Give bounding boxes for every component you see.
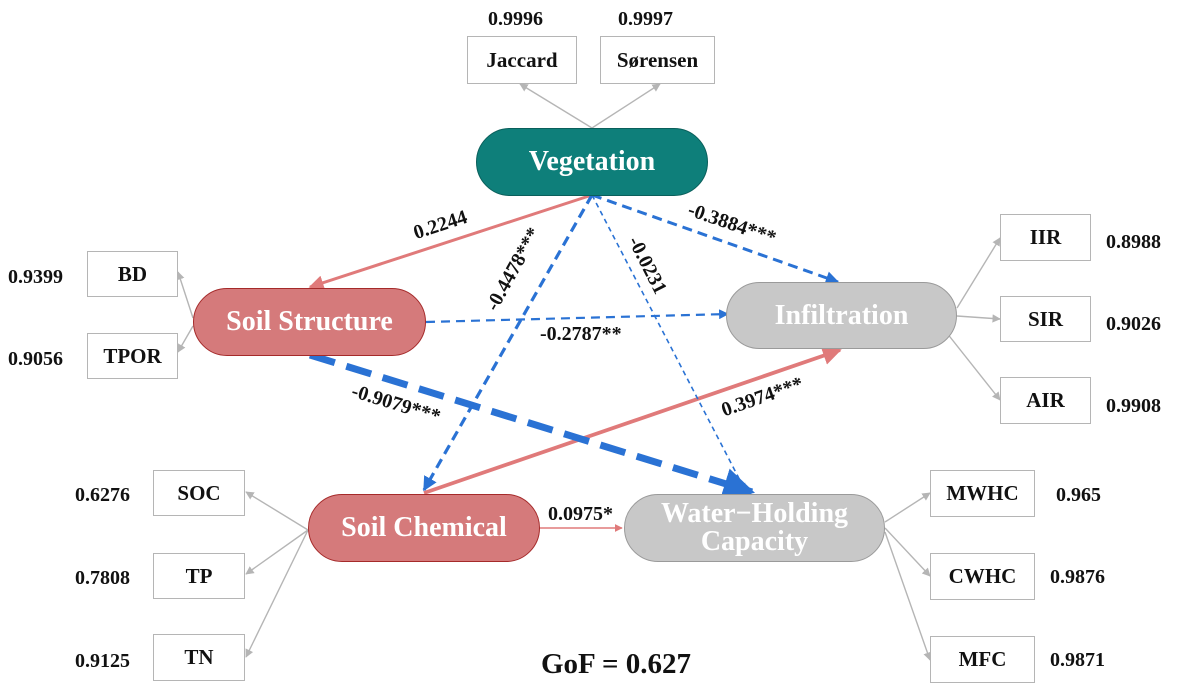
- vegetation-node: Vegetation: [476, 128, 708, 196]
- water-holding-label-line2: Capacity: [700, 526, 809, 557]
- indicator-iir: IIR: [1000, 214, 1091, 261]
- indicator-tn: TN: [153, 634, 245, 681]
- indicator-sir: SIR: [1000, 296, 1091, 342]
- loading-tp: 0.7808: [75, 567, 130, 589]
- loading-arrow-sorensen: [591, 83, 661, 129]
- goodness-of-fit: GoF = 0.627: [541, 648, 691, 680]
- loading-arrow-sir: [956, 314, 1001, 323]
- path-veg-structure: [308, 193, 593, 290]
- loading-mwhc: 0.965: [1056, 484, 1101, 506]
- path-veg-chemical: [422, 194, 594, 492]
- path-structure-infiltration: [425, 309, 729, 324]
- indicator-tp: TP: [153, 553, 245, 599]
- path-chemical-infiltration: [423, 346, 842, 495]
- indicator-sorensen: Sørensen: [600, 36, 715, 84]
- loading-arrow-tn: [245, 529, 309, 658]
- loading-cwhc: 0.9876: [1050, 566, 1105, 588]
- loading-tn: 0.9125: [75, 650, 130, 672]
- indicator-cwhc: CWHC: [930, 553, 1035, 600]
- indicator-jaccard: Jaccard: [467, 36, 577, 84]
- loading-sir: 0.9026: [1106, 313, 1161, 335]
- path-veg-infiltration: [591, 193, 840, 285]
- loading-jaccard: 0.9996: [488, 8, 543, 30]
- loading-arrow-iir: [956, 237, 1001, 309]
- indicator-tpor: TPOR: [87, 333, 178, 379]
- water-holding-node: Water−Holding Capacity: [624, 494, 885, 562]
- loading-iir: 0.8988: [1106, 231, 1161, 253]
- loading-arrow-soc: [245, 491, 309, 531]
- loading-arrow-tp: [245, 529, 309, 575]
- coef-chemical-whc: 0.0975*: [548, 503, 613, 525]
- loading-arrow-jaccard: [519, 83, 593, 129]
- indicator-mwhc: MWHC: [930, 470, 1035, 517]
- loading-mfc: 0.9871: [1050, 649, 1105, 671]
- loading-arrow-mwhc: [884, 492, 931, 523]
- indicator-bd: BD: [87, 251, 178, 297]
- coef-structure-infiltration: -0.2787**: [540, 323, 622, 345]
- loading-arrow-bd: [176, 271, 194, 319]
- loading-arrow-cwhc: [884, 527, 931, 577]
- loading-air: 0.9908: [1106, 395, 1161, 417]
- loading-arrow-tpor: [177, 325, 194, 353]
- loading-tpor: 0.9056: [8, 348, 63, 370]
- loading-arrow-mfc: [884, 531, 932, 661]
- path-structure-whc: [308, 351, 756, 499]
- soil-structure-node: Soil Structure: [193, 288, 426, 356]
- loading-bd: 0.9399: [8, 266, 63, 288]
- loading-sorensen: 0.9997: [618, 8, 673, 30]
- soil-chemical-node: Soil Chemical: [308, 494, 540, 562]
- loading-soc: 0.6276: [75, 484, 130, 506]
- water-holding-label-line1: Water−Holding: [660, 498, 849, 529]
- indicator-air: AIR: [1000, 377, 1091, 424]
- infiltration-node: Infiltration: [726, 282, 957, 349]
- path-veg-whc: [591, 194, 746, 491]
- indicator-mfc: MFC: [930, 636, 1035, 683]
- indicator-soc: SOC: [153, 470, 245, 516]
